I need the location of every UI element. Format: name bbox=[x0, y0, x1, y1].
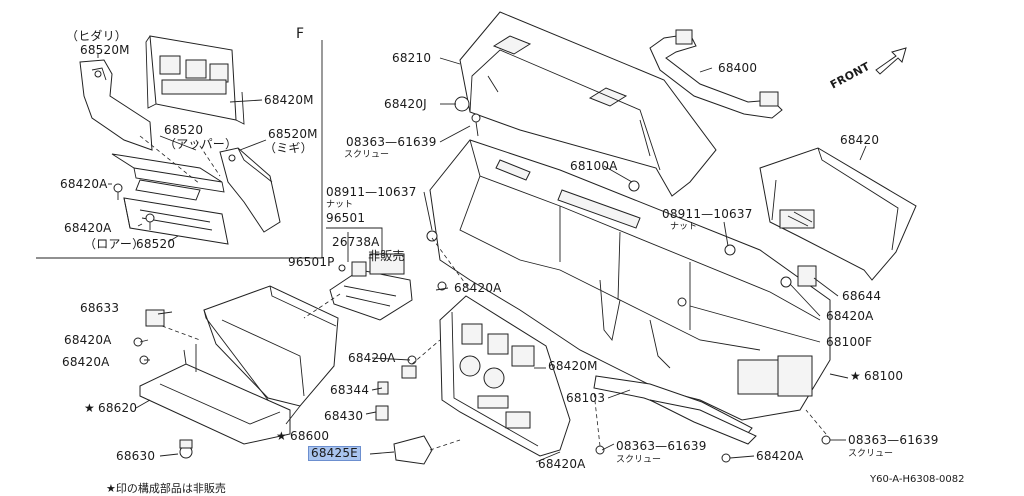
label-nut-a: ナット bbox=[326, 200, 354, 210]
label-68420A-inset-1: 68420A bbox=[60, 177, 108, 191]
label-68520M-top: 68520M bbox=[80, 43, 130, 57]
label-68620: 68620 bbox=[98, 401, 138, 415]
star-68100: ★ bbox=[850, 369, 861, 383]
label-68420A-c: 68420A bbox=[454, 281, 502, 295]
label-screw-b: スクリュー bbox=[616, 455, 662, 465]
part-68420M-center-panel bbox=[439, 295, 571, 457]
part-68620-lid bbox=[139, 344, 291, 445]
part-68600-glove-box bbox=[203, 285, 339, 407]
inset-leaders bbox=[97, 54, 267, 243]
part-68400-grab-handle bbox=[649, 29, 783, 119]
label-68420A-i: 68420A bbox=[756, 449, 804, 463]
label-26738A: 26738A bbox=[332, 235, 380, 249]
label-68630: 68630 bbox=[116, 449, 156, 463]
label-migi: （ミギ） bbox=[264, 141, 313, 155]
inserts bbox=[375, 365, 433, 465]
part-96501-switch bbox=[329, 253, 413, 321]
label-68420: 68420 bbox=[840, 133, 880, 147]
part-68520M-right bbox=[219, 147, 281, 233]
label-68420J: 68420J bbox=[384, 97, 427, 111]
label-68100A: 68100A bbox=[570, 159, 618, 173]
label-68520M-right: 68520M bbox=[268, 127, 318, 141]
label-68600: 68600 bbox=[290, 429, 330, 443]
star-68600: ★ bbox=[276, 429, 287, 443]
label-screw-a: スクリュー bbox=[344, 150, 390, 160]
label-96501P: 96501P bbox=[288, 255, 335, 269]
footer-note: ★印の構成部品は非販売 bbox=[106, 482, 226, 495]
label-08363-61639-b: 08363—61639 bbox=[616, 439, 707, 453]
part-68420-meter-hood bbox=[759, 147, 917, 287]
diagram-code: Y60-A-H6308-0082 bbox=[870, 474, 965, 485]
label-68520-upper: 68520 bbox=[164, 123, 204, 137]
label-68420A-h: 68420A bbox=[538, 457, 586, 471]
label-68420A-inset-2: 68420A bbox=[64, 221, 112, 235]
assembly-dashes bbox=[161, 237, 827, 451]
label-68420M-main: 68420M bbox=[548, 359, 598, 373]
label-68100: 68100 bbox=[864, 369, 904, 383]
label-hidari: （ヒダリ） bbox=[66, 29, 128, 43]
inset-letter: F bbox=[296, 26, 305, 42]
inset-screws bbox=[113, 183, 155, 230]
label-upper: （アッパー） bbox=[164, 137, 238, 151]
label-68644: 68644 bbox=[842, 289, 882, 303]
label-screw-c: スクリュー bbox=[848, 449, 894, 459]
label-68100F: 68100F bbox=[826, 335, 873, 349]
inset-frame bbox=[36, 40, 323, 259]
label-68425E-highlighted[interactable]: 68425E bbox=[308, 446, 361, 461]
label-96501: 96501 bbox=[326, 211, 366, 225]
label-68420A-d: 68420A bbox=[64, 333, 112, 347]
label-hihanbai: 非販売 bbox=[368, 249, 405, 263]
label-08363-61639-a: 08363—61639 bbox=[346, 135, 437, 149]
label-68430: 68430 bbox=[324, 409, 364, 423]
part-68100-dash-frame bbox=[429, 139, 831, 421]
star-68620: ★ bbox=[84, 401, 95, 415]
label-68400: 68400 bbox=[718, 61, 758, 75]
label-68103: 68103 bbox=[566, 391, 606, 405]
label-nut-b: ナット bbox=[670, 222, 698, 232]
label-lower: （ロアー） bbox=[84, 237, 145, 251]
label-08363-61639-c: 08363—61639 bbox=[848, 433, 939, 447]
part-68420M-inset bbox=[145, 35, 245, 125]
label-08911-10637-b: 08911—10637 bbox=[662, 207, 753, 221]
label-68420A-f: 68420A bbox=[348, 351, 396, 365]
part-68520M-left bbox=[79, 59, 153, 151]
part-68520-upper bbox=[111, 135, 225, 201]
label-68633: 68633 bbox=[80, 301, 120, 315]
part-68210-top-pad bbox=[459, 11, 717, 197]
label-68420M-inset: 68420M bbox=[264, 93, 314, 107]
label-68420A-e: 68420A bbox=[62, 355, 110, 369]
main-leaders bbox=[135, 57, 867, 463]
label-68520-lower: 68520 bbox=[136, 237, 176, 251]
label-68210: 68210 bbox=[392, 51, 432, 65]
bracket-68103 bbox=[593, 375, 757, 445]
part-68520-lower bbox=[123, 197, 229, 245]
label-68344: 68344 bbox=[330, 383, 370, 397]
front-arrow-icon bbox=[875, 47, 907, 75]
label-68420A-g: 68420A bbox=[826, 309, 874, 323]
label-08911-10637-a: 08911—10637 bbox=[326, 185, 417, 199]
